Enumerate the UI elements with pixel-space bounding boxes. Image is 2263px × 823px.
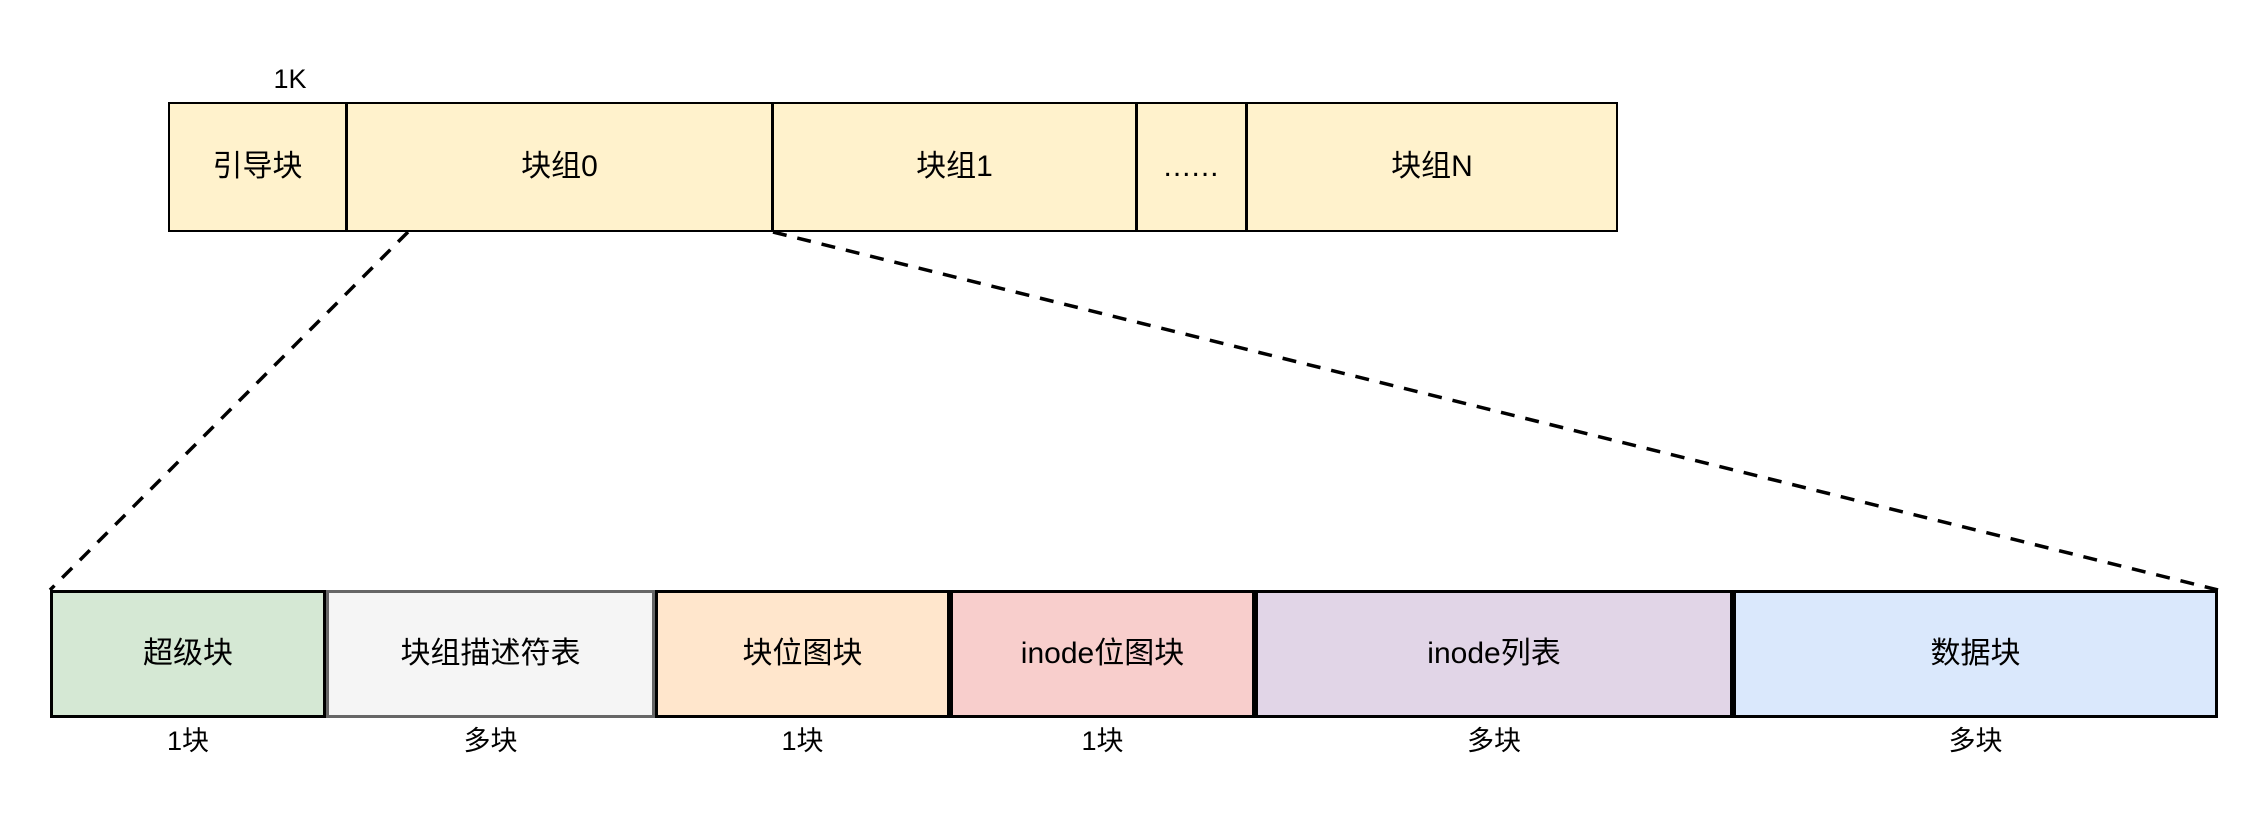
block-group-band: 超级块 块组描述符表 块位图块 inode位图块 inode列表 数据块	[50, 590, 2218, 718]
cell-4: inode位图块	[950, 590, 1255, 718]
cell-2: 块组描述符表	[326, 590, 655, 718]
cell-6: 数据块	[1733, 590, 2218, 718]
left-expansion-line	[48, 230, 410, 592]
size-label-4: 1块	[1081, 726, 1124, 756]
cell-label: 数据块	[1930, 637, 2021, 670]
cell-3: 块位图块	[655, 590, 950, 718]
size-label-1: 1块	[166, 726, 210, 756]
size-label-6: 多块	[1948, 726, 2003, 756]
cell-1: 超级块	[50, 590, 326, 718]
cell-1: 引导块	[168, 102, 347, 232]
cell-4: ......	[1137, 102, 1247, 232]
cell-2: 块组0	[347, 102, 773, 232]
cell-label: 块组1	[916, 150, 993, 183]
cell-label: inode列表	[1427, 637, 1561, 670]
right-expansion-line	[772, 230, 2219, 592]
cell-5: inode列表	[1255, 590, 1733, 718]
cell-label: 块组描述符表	[400, 637, 581, 670]
size-label-3: 1块	[781, 726, 824, 756]
cell-label: inode位图块	[1020, 637, 1185, 670]
cell-label: 引导块	[212, 150, 303, 183]
size-label-5: 多块	[1467, 726, 1521, 756]
size-label-2: 多块	[463, 726, 518, 756]
cell-label: 块组0	[521, 150, 598, 183]
cell-label: ......	[1163, 150, 1220, 183]
cell-label: 超级块	[143, 637, 233, 670]
cell-5: 块组N	[1247, 102, 1618, 232]
cell-label: 块组N	[1391, 150, 1473, 183]
disk-layout-band: 引导块 块组0 块组1...... 块组N	[168, 102, 1618, 232]
cell-3: 块组1	[773, 102, 1137, 232]
cell-label: 块位图块	[742, 637, 863, 670]
disk-size-caption: 1K	[273, 64, 307, 94]
